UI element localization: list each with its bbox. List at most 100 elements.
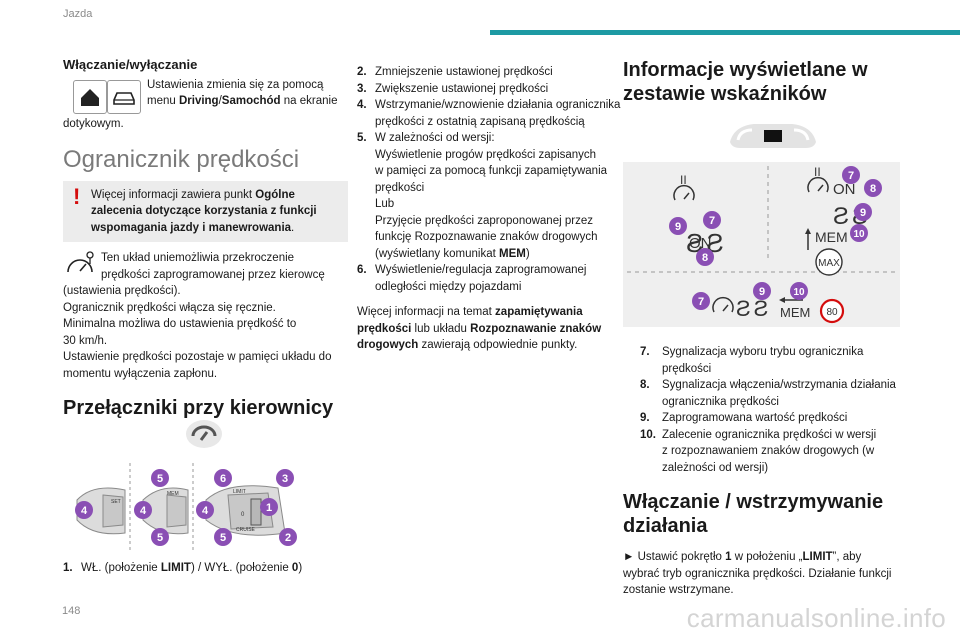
- home-icon: [73, 79, 107, 114]
- list-item: 5. W zależności od wersji: Wyświetlenie …: [357, 132, 608, 260]
- stalk-3: [205, 485, 286, 536]
- para-1: Ogranicznik prędkości włącza się ręcznie…: [63, 301, 276, 314]
- pause-symbol-left: II: [680, 173, 687, 187]
- limiter-title: Ogranicznik prędkości: [63, 146, 300, 173]
- max-label: MAX: [818, 258, 840, 269]
- svg-text:1: 1: [266, 502, 272, 514]
- stalk-diagram: SET MEM LIMIT CRUISE 0 4 4 4 5 5 5 6 3 1…: [75, 463, 297, 551]
- info-note: Ten układ uniemożliwia przekroczenie prę…: [63, 250, 325, 297]
- callout-4b: 4: [134, 501, 152, 519]
- svg-text:8: 8: [870, 183, 876, 195]
- steps-list: 2.Zmniejszenie ustawionej prędkości 3.Zw…: [357, 64, 622, 295]
- speedometer-info-icon: [63, 250, 97, 286]
- svg-text:10: 10: [853, 229, 865, 240]
- badge-8-left: 8: [696, 248, 714, 266]
- stalk-1: [76, 487, 126, 535]
- svg-text:7: 7: [698, 296, 704, 308]
- svg-text:4: 4: [81, 505, 88, 517]
- badge-7-right: 7: [842, 166, 860, 184]
- svg-text:9: 9: [675, 221, 681, 233]
- cluster-display-panel: II ƧƧ ON 7 9 8 II ƧƧ ON MEM MAX 7 8 9 10…: [623, 162, 900, 327]
- svg-text:8: 8: [702, 252, 708, 264]
- warning-icon: !: [73, 183, 81, 209]
- para-4: Ustawienie prędkości pozostaje w pamięci…: [63, 351, 332, 363]
- display-bottom: ƧƧ MEM 80: [712, 296, 845, 324]
- stalk1-set-label: SET: [111, 499, 121, 505]
- callout-1: 1: [260, 498, 278, 516]
- callout-4a: 4: [75, 501, 93, 519]
- instrument-cluster-icon: [730, 124, 816, 148]
- para-5: momentu wyłączenia zapłonu.: [63, 367, 218, 380]
- svg-text:5: 5: [157, 532, 163, 544]
- on-label-right: ON: [833, 181, 856, 198]
- running-header: Jazda: [63, 8, 93, 20]
- callout-3: 3: [276, 469, 294, 487]
- callout-4c: 4: [196, 501, 214, 519]
- svg-text:7: 7: [848, 170, 854, 182]
- onoff-text-3: dotykowym.: [63, 117, 124, 130]
- left-column: Włączanie/wyłączanie Ustawienia zmienia …: [63, 57, 348, 420]
- badge-9-bottom: 9: [753, 282, 771, 300]
- max-circle: [815, 248, 843, 276]
- steering-wheel-icon: [186, 420, 222, 448]
- onoff-title: Włączanie/wyłączanie: [63, 57, 198, 72]
- list-item: 9.Zaprogramowana wartość prędkości: [640, 412, 848, 424]
- badge-9-left: 9: [669, 217, 687, 235]
- stalk3-zero-label: 0: [241, 512, 245, 518]
- svg-text:10: 10: [793, 287, 805, 298]
- more-info: Więcej informacji na temat zapamiętywani…: [357, 306, 602, 351]
- speed-sign: [819, 298, 845, 324]
- badge-8-right: 8: [864, 179, 882, 197]
- list-item: 2.Zmniejszenie ustawionej prędkości: [357, 66, 553, 78]
- list-item: 4.Wstrzymanie/wznowienie działania ogran…: [357, 99, 621, 128]
- badge-10-bottom: 10: [790, 282, 808, 300]
- svg-text:3: 3: [282, 473, 288, 485]
- svg-text:5: 5: [157, 473, 163, 485]
- badge-10-right: 10: [850, 224, 868, 242]
- callout-5a: 5: [151, 469, 169, 487]
- callout-5b: 5: [151, 528, 169, 546]
- car-icon: [107, 79, 141, 114]
- svg-text:4: 4: [140, 505, 147, 517]
- dashed-speed-bottom: ƧƧ: [736, 296, 771, 321]
- badge-9-right: 9: [854, 203, 872, 221]
- callout-2: 2: [279, 528, 297, 546]
- page-number: 148: [62, 605, 81, 617]
- display-left: II ƧƧ ON: [673, 173, 724, 258]
- stalk2-mem-label: MEM: [167, 491, 179, 497]
- mem-label-bottom: MEM: [780, 305, 810, 320]
- callout-6: 6: [214, 469, 232, 487]
- svg-text:2: 2: [285, 532, 291, 544]
- callout-5c: 5: [214, 528, 232, 546]
- speed-sign-value: 80: [826, 307, 838, 318]
- svg-text:6: 6: [220, 473, 226, 485]
- onoff-text-2: menu Driving/Samochód na ekranie: [147, 95, 338, 107]
- stalk3-cruise-label: CRUISE: [236, 527, 256, 533]
- warning-box: ! Więcej informacji zawiera punkt Ogólne…: [63, 180, 348, 242]
- switches-title: Przełączniki przy kierownicy: [63, 397, 334, 419]
- svg-text:9: 9: [759, 286, 765, 298]
- mem-label-right: MEM: [815, 229, 848, 245]
- list-item: 7.Sygnalizacja wyboru trybu ogranicznika…: [640, 346, 864, 375]
- svg-text:9: 9: [860, 207, 866, 219]
- list-item: 8.Sygnalizacja włączenia/wstrzymania dzi…: [640, 379, 896, 408]
- legend-list: 7.Sygnalizacja wyboru trybu ogranicznika…: [640, 344, 910, 476]
- para-2: Minimalna możliwa do ustawienia prędkość…: [63, 318, 297, 330]
- stalk-2: [142, 487, 189, 535]
- badge-7-left: 7: [703, 211, 721, 229]
- svg-text:II: II: [814, 165, 821, 179]
- list-item: 10.Zalecenie ogranicznika prędkości w we…: [640, 428, 877, 474]
- list-item: 6.Wyświetlenie/regulacja zaprogramowanej…: [357, 264, 587, 293]
- onoff-row: Ustawienia zmienia się za pomocą menu Dr…: [63, 79, 348, 116]
- watermark: carmanualsonline.info: [686, 603, 946, 633]
- stalk3-limit-label: LIMIT: [233, 489, 246, 495]
- enable-text: ► Ustawić pokrętło 1 w położeniu „LIMIT”…: [623, 551, 892, 596]
- middle-column: 2.Zmniejszenie ustawionej prędkości 3.Zw…: [357, 64, 622, 354]
- list-item: 3.Zwiększenie ustawionej prędkości: [357, 82, 549, 95]
- para-3: 30 km/h.: [63, 334, 108, 347]
- item-1: 1.WŁ. (położenie LIMIT) / WYŁ. (położeni…: [63, 562, 303, 574]
